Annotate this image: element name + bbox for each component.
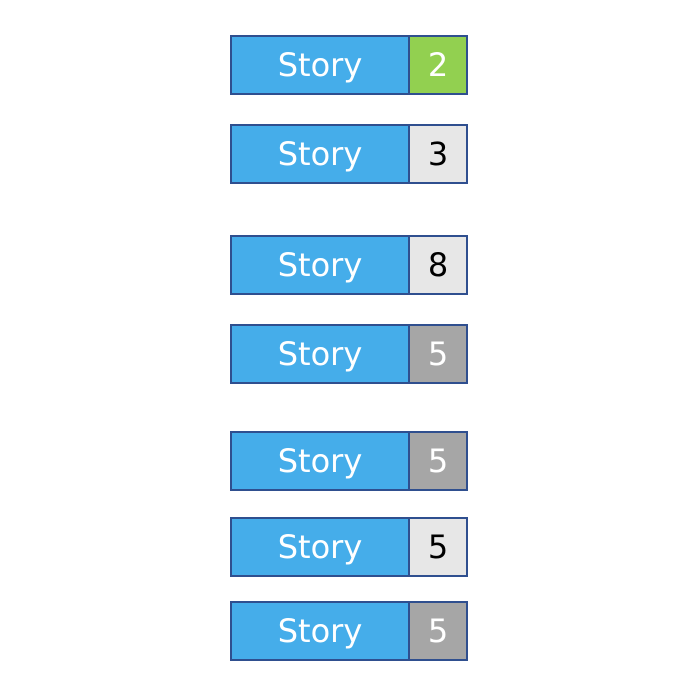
story-card-title: Story — [230, 601, 408, 661]
story-card[interactable]: Story 8 — [230, 235, 468, 295]
story-card-title: Story — [230, 324, 408, 384]
story-points-badge: 8 — [408, 235, 468, 295]
story-card-title: Story — [230, 431, 408, 491]
story-points-badge: 5 — [408, 517, 468, 577]
story-points-badge: 5 — [408, 324, 468, 384]
story-card-title: Story — [230, 517, 408, 577]
story-card[interactable]: Story 2 — [230, 35, 468, 95]
story-points-badge: 2 — [408, 35, 468, 95]
story-points-badge: 5 — [408, 431, 468, 491]
story-card[interactable]: Story 5 — [230, 324, 468, 384]
story-card[interactable]: Story 5 — [230, 517, 468, 577]
story-card[interactable]: Story 5 — [230, 601, 468, 661]
story-points-badge: 3 — [408, 124, 468, 184]
story-card-title: Story — [230, 35, 408, 95]
story-card[interactable]: Story 3 — [230, 124, 468, 184]
story-card[interactable]: Story 5 — [230, 431, 468, 491]
story-points-badge: 5 — [408, 601, 468, 661]
story-card-title: Story — [230, 235, 408, 295]
story-card-title: Story — [230, 124, 408, 184]
